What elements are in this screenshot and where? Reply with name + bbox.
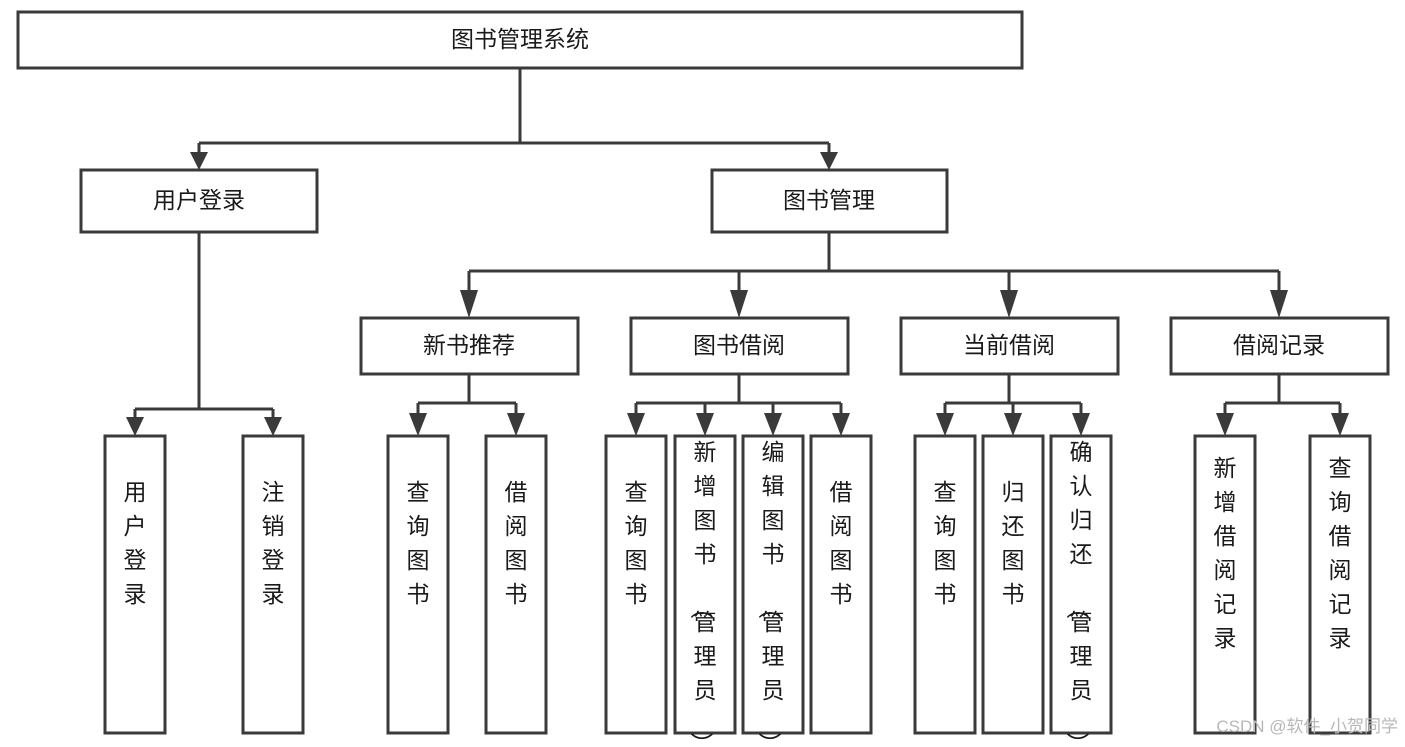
node-leaf-query-book-2[interactable]: 查询图书: [604, 434, 668, 735]
connector-layer: [126, 68, 1349, 436]
node-root-box[interactable]: [16, 10, 1024, 70]
arrow-head-leaf-borrow-book-2: [832, 413, 850, 436]
node-book-borrow-label: 图书借阅: [693, 332, 785, 358]
node-leaf-add-record-box[interactable]: [1193, 434, 1257, 735]
arrow-head-book-borrow: [730, 290, 748, 318]
arrow-head-leaf-confirm-return: [1072, 413, 1090, 436]
arrow-head-user-login: [190, 152, 208, 170]
node-leaf-return-book-label: 归还图书: [1002, 479, 1025, 607]
node-leaf-borrow-book-1-label: 借阅图书: [505, 479, 528, 607]
node-current-borrow[interactable]: 当前借阅: [899, 316, 1120, 376]
node-leaf-borrow-book-1[interactable]: 借阅图书: [484, 434, 548, 735]
arrow-head-borrow-record: [1270, 290, 1288, 318]
arrow-head-leaf-borrow-book-1: [507, 413, 525, 436]
node-leaf-user-login[interactable]: 用户登录: [103, 434, 167, 735]
arrow-head-current-borrow: [1000, 290, 1018, 318]
node-root[interactable]: 图书管理系统: [16, 10, 1024, 70]
arrow-head-leaf-return-book: [1004, 413, 1022, 436]
node-leaf-return-book-box[interactable]: [981, 434, 1045, 735]
node-user-login-box[interactable]: [79, 168, 319, 234]
node-leaf-logout-login[interactable]: 注销登录: [241, 434, 305, 735]
node-current-borrow-label: 当前借阅: [963, 332, 1055, 358]
node-leaf-query-record-box[interactable]: [1308, 434, 1372, 735]
node-user-login[interactable]: 用户登录: [79, 168, 319, 234]
node-leaf-borrow-book-2-label: 借阅图书: [830, 479, 853, 607]
node-new-book-recommend[interactable]: 新书推荐: [359, 316, 580, 376]
node-leaf-edit-book-box[interactable]: [741, 434, 805, 735]
node-leaf-borrow-book-2-box[interactable]: [809, 434, 873, 735]
node-root-label: 图书管理系统: [451, 26, 589, 52]
node-leaf-add-record[interactable]: 新增借阅记录: [1193, 434, 1257, 735]
node-book-manage-label: 图书管理: [783, 187, 875, 213]
node-book-manage-box[interactable]: [710, 168, 949, 234]
arrow-head-leaf-add-book: [696, 413, 714, 436]
node-leaf-return-book[interactable]: 归还图书: [981, 434, 1045, 735]
node-leaf-add-book-label: 新增图书（管理员）: [689, 439, 717, 747]
node-leaf-logout-login-label: 注销登录: [262, 479, 285, 607]
node-leaf-confirm-return-box[interactable]: [1049, 434, 1113, 735]
node-leaf-query-book-3-label: 查询图书: [934, 479, 957, 607]
node-leaf-confirm-return-label: 确认归还（管理员）: [1065, 439, 1093, 747]
node-borrow-record-box[interactable]: [1169, 316, 1390, 376]
arrow-head-leaf-query-record: [1331, 413, 1349, 436]
node-leaf-query-book-1-label: 查询图书: [407, 479, 430, 607]
node-leaf-add-book-box[interactable]: [673, 434, 737, 735]
node-leaf-query-book-1-box[interactable]: [386, 434, 450, 735]
node-leaf-user-login-label: 用户登录: [124, 479, 147, 607]
arrow-head-book-manage: [820, 152, 838, 170]
node-leaf-logout-login-box[interactable]: [241, 434, 305, 735]
node-leaf-add-book[interactable]: 新增图书（管理员）: [673, 434, 737, 747]
node-book-borrow[interactable]: 图书借阅: [629, 316, 850, 376]
node-leaf-query-book-3-box[interactable]: [913, 434, 977, 735]
node-borrow-record-label: 借阅记录: [1233, 332, 1325, 358]
node-user-login-label: 用户登录: [153, 187, 245, 213]
node-leaf-add-record-label: 新增借阅记录: [1214, 455, 1237, 651]
arrow-head-leaf-user-login: [126, 417, 144, 436]
arrow-head-new-book-recommend: [460, 290, 478, 318]
node-book-manage[interactable]: 图书管理: [710, 168, 949, 234]
node-leaf-edit-book[interactable]: 编辑图书（管理员）: [741, 434, 805, 747]
node-leaf-query-book-1[interactable]: 查询图书: [386, 434, 450, 735]
node-leaf-query-book-3[interactable]: 查询图书: [913, 434, 977, 735]
arrow-head-leaf-edit-book: [764, 413, 782, 436]
node-leaf-borrow-book-2[interactable]: 借阅图书: [809, 434, 873, 735]
node-new-book-recommend-label: 新书推荐: [423, 332, 515, 358]
node-leaf-query-record-label: 查询借阅记录: [1329, 455, 1352, 651]
node-leaf-query-book-2-label: 查询图书: [625, 479, 648, 607]
node-leaf-edit-book-label: 编辑图书（管理员）: [757, 439, 785, 747]
node-leaf-borrow-book-1-box[interactable]: [484, 434, 548, 735]
arrow-head-leaf-query-book-3: [936, 413, 954, 436]
node-leaf-confirm-return[interactable]: 确认归还（管理员）: [1049, 434, 1113, 747]
arrow-head-leaf-query-book-2: [627, 413, 645, 436]
arrow-head-leaf-add-record: [1216, 413, 1234, 436]
node-leaf-query-book-2-box[interactable]: [604, 434, 668, 735]
arrow-head-leaf-query-book-1: [409, 413, 427, 436]
arrow-head-leaf-logout-login: [264, 417, 282, 436]
node-new-book-recommend-box[interactable]: [359, 316, 580, 376]
node-book-borrow-box[interactable]: [629, 316, 850, 376]
csdn-watermark: CSDN @软件_小贺同学: [1216, 717, 1398, 736]
node-borrow-record[interactable]: 借阅记录: [1169, 316, 1390, 376]
node-current-borrow-box[interactable]: [899, 316, 1120, 376]
node-leaf-user-login-box[interactable]: [103, 434, 167, 735]
node-leaf-query-record[interactable]: 查询借阅记录: [1308, 434, 1372, 735]
leaf-layer: 用户登录 注销登录 查询图书 借阅图书 查询图书 新增图书（管理员）: [103, 434, 1372, 747]
